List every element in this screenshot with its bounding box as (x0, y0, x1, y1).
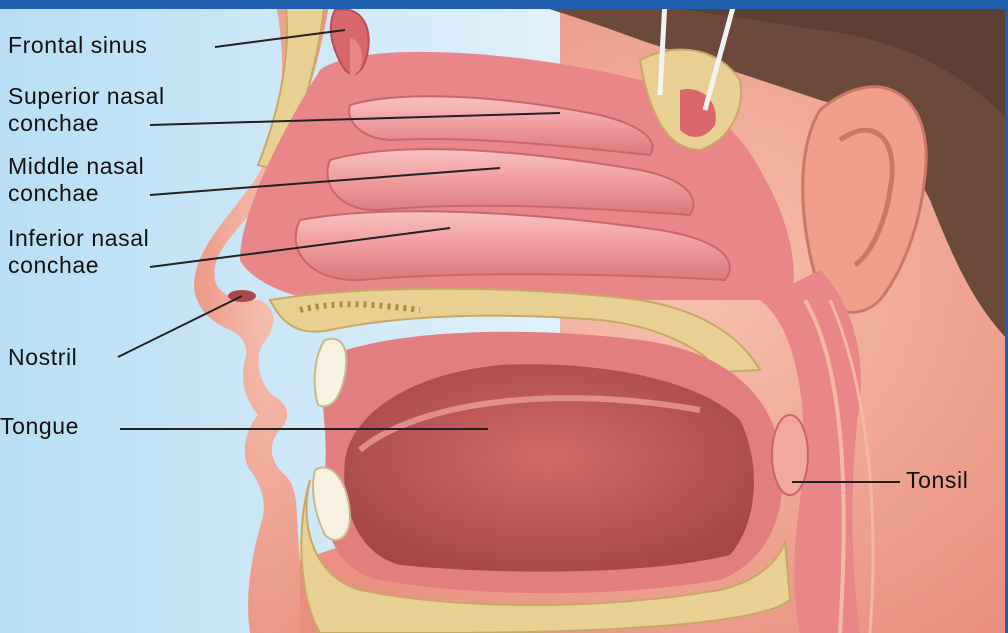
label-tongue: Tongue (0, 413, 79, 440)
label-frontal-sinus: Frontal sinus (8, 32, 147, 59)
label-inferior-nasal-conchae: Inferior nasal conchae (8, 225, 149, 279)
label-nostril: Nostril (8, 344, 77, 371)
label-superior-nasal-conchae: Superior nasal conchae (8, 83, 165, 137)
label-tonsil: Tonsil (906, 467, 968, 494)
top-frame-bar (0, 0, 1008, 9)
label-middle-nasal-conchae: Middle nasal conchae (8, 153, 144, 207)
